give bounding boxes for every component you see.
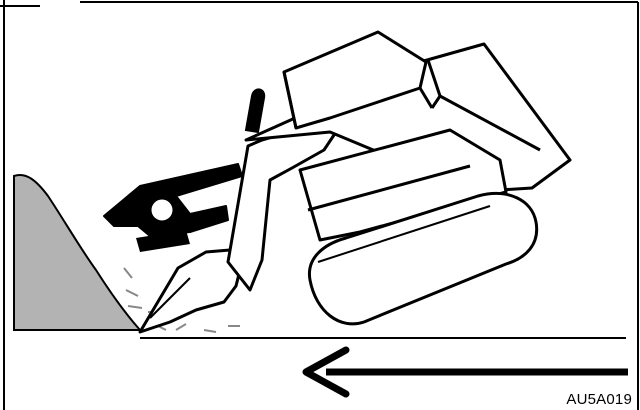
pivot-circle <box>152 200 172 220</box>
warning-hand-shape <box>104 164 242 236</box>
figure-code: AU5A019 <box>566 392 632 408</box>
dirt-pile <box>14 175 140 330</box>
direction-arrow-icon <box>306 350 628 394</box>
hydraulic-cylinder-upper <box>246 89 264 132</box>
